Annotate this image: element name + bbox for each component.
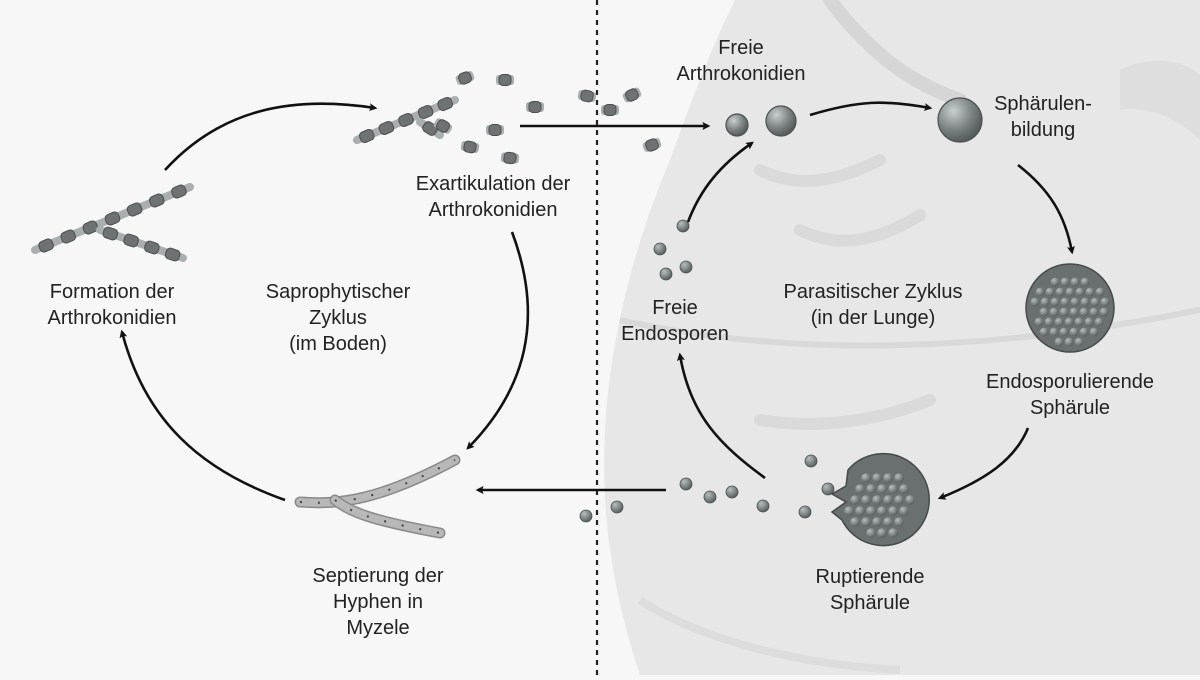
endosporulating-spherule-icon xyxy=(1025,263,1115,353)
free-endospores-particles xyxy=(579,219,835,523)
young-spherule-icon xyxy=(765,105,797,137)
exarticulating-branch-icon xyxy=(416,118,444,139)
septated-hyphae-icon xyxy=(294,454,461,539)
arrow-to-endosporulating xyxy=(1017,163,1075,255)
arrow-to-rupturing xyxy=(937,427,1030,500)
label-parasitic-cycle: Parasitischer Zyklus(in der Lunge) xyxy=(784,281,963,329)
rupturing-spherule-icon xyxy=(830,452,930,547)
arthroconidia-chain-icon xyxy=(31,183,194,254)
free-arthroconidia-particles xyxy=(433,71,662,165)
arrow-exarticulation-to-septation xyxy=(466,231,530,450)
arrow-formation-to-exarticulation xyxy=(164,102,378,171)
arrow-endospores-to-arthroconidia xyxy=(686,141,754,223)
exarticulating-chain-icon xyxy=(353,96,459,144)
spherule-icon xyxy=(937,97,983,143)
arrow-rupture-to-free-endospores xyxy=(676,352,766,480)
arthroconidia-branch-icon xyxy=(96,226,187,262)
cycle-arrows xyxy=(119,101,1075,502)
arrow-to-spherule-formation xyxy=(809,101,933,117)
lung-silhouette-icon xyxy=(604,0,1200,675)
arrow-septation-to-formation xyxy=(119,329,286,502)
free-arthroconidium-icon xyxy=(725,113,749,137)
label-spherule-formation: Sphärulen-bildung xyxy=(994,93,1092,141)
